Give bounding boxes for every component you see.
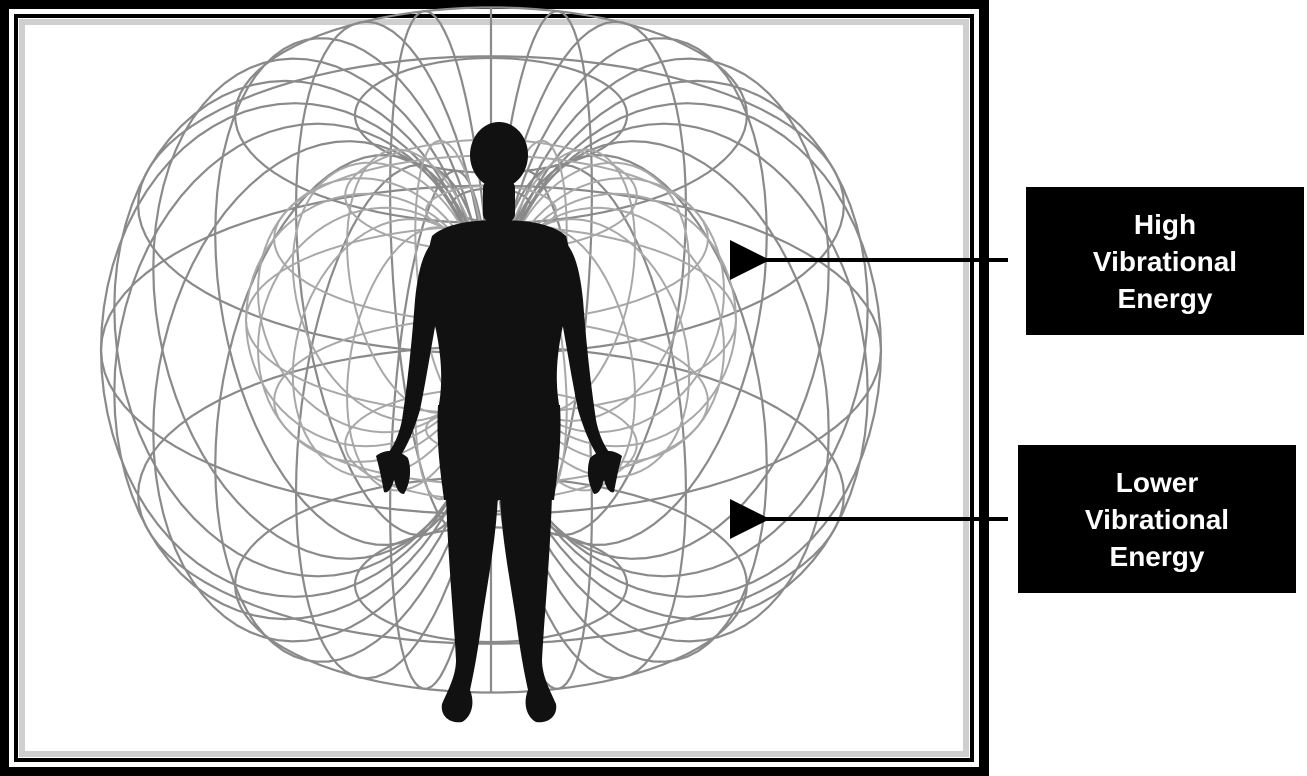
label-line: Lower <box>1116 464 1198 501</box>
label-line: Energy <box>1118 280 1213 317</box>
label-line: Vibrational <box>1093 243 1237 280</box>
high-vibrational-energy-label: High Vibrational Energy <box>1026 187 1304 335</box>
label-line: Energy <box>1110 538 1205 575</box>
label-line: Vibrational <box>1085 501 1229 538</box>
lower-vibrational-energy-label: Lower Vibrational Energy <box>1018 445 1296 593</box>
label-line: High <box>1134 206 1196 243</box>
